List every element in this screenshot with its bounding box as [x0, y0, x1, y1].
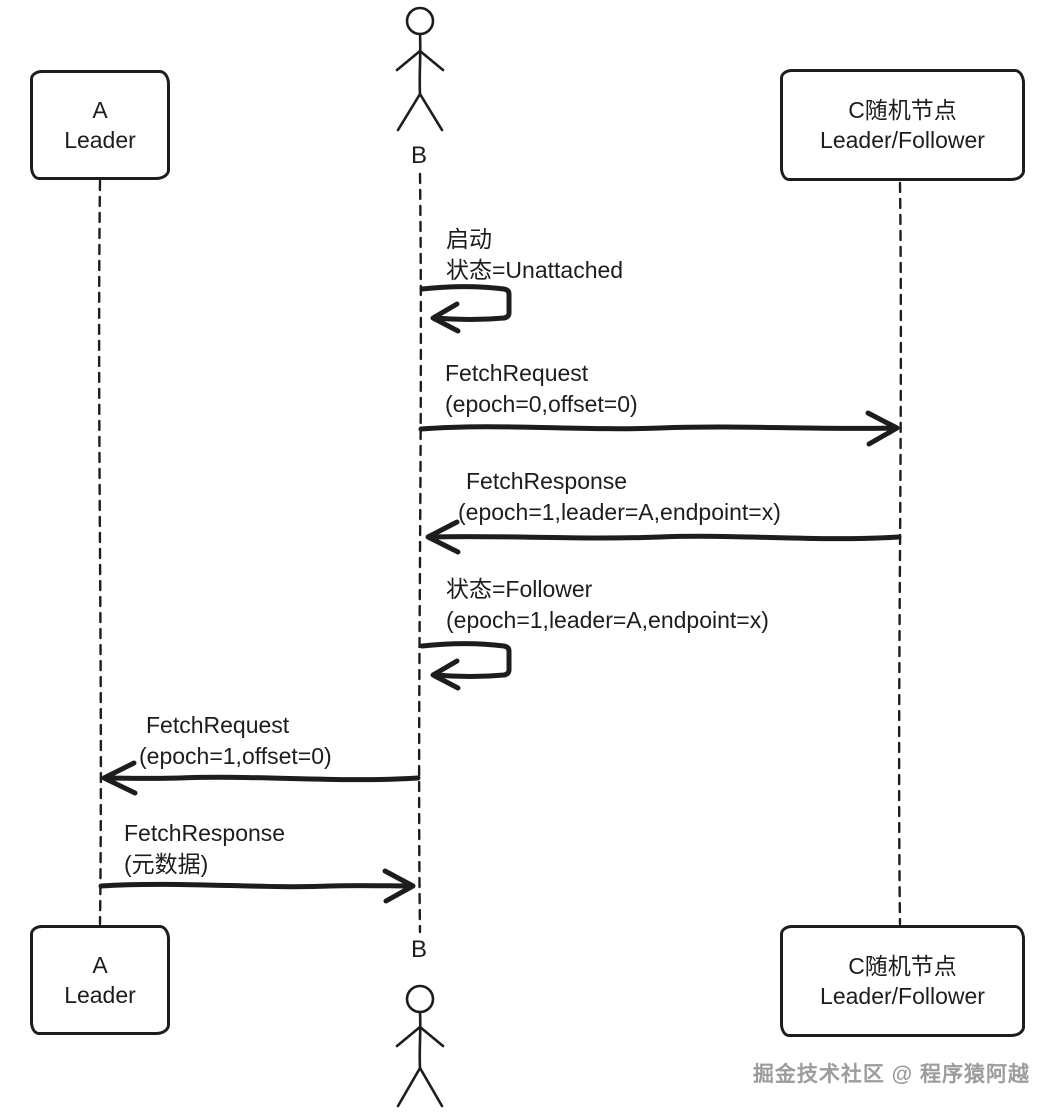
participant-a-bottom: A Leader — [30, 925, 170, 1035]
participant-c-bottom: C随机节点 Leader/Follower — [780, 925, 1025, 1037]
message-3-line2: (epoch=1,leader=A,endpoint=x) — [458, 498, 781, 525]
actor-b-figure-bottom — [395, 984, 445, 1108]
lifeline-a — [97, 179, 103, 926]
message-2-label: FetchRequest (epoch=0,offset=0) — [445, 358, 638, 419]
participant-c-name: C随机节点 — [848, 96, 957, 123]
message-3-arrow — [425, 519, 902, 555]
message-1-line2: 状态=Unattached — [446, 256, 624, 283]
message-1-line1: 启动 — [446, 226, 492, 252]
lifeline-c — [897, 181, 903, 926]
actor-b-label-bottom: B — [411, 936, 428, 963]
watermark: 掘金技术社区 @ 程序猿阿越 — [752, 1063, 1030, 1086]
participant-c-name: C随机节点 — [848, 952, 957, 979]
lifeline-b — [417, 172, 423, 934]
participant-a-role: Leader — [64, 982, 136, 1008]
participant-c-top: C随机节点 Leader/Follower — [780, 69, 1025, 181]
message-3-line1: FetchResponse — [466, 468, 628, 494]
message-5-line1: FetchRequest — [146, 712, 290, 738]
message-2-line2: (epoch=0,offset=0) — [445, 390, 638, 417]
message-5-label: FetchRequest (epoch=1,offset=0) — [139, 710, 332, 771]
message-1-label: 启动 状态=Unattached — [446, 224, 623, 285]
message-5-line2: (epoch=1,offset=0) — [139, 742, 332, 769]
actor-b-figure-top — [395, 6, 445, 132]
actor-b-label-top: B — [411, 142, 428, 169]
message-3-label: FetchResponse (epoch=1,leader=A,endpoint… — [458, 466, 781, 527]
participant-a-name: A — [92, 96, 108, 123]
message-6-line2: (元数据) — [124, 850, 209, 877]
participant-c-role: Leader/Follower — [820, 983, 985, 1009]
participant-a-role: Leader — [64, 127, 136, 153]
message-2-line1: FetchRequest — [445, 360, 589, 386]
message-1-self-arrow — [419, 284, 512, 334]
message-5-arrow — [101, 760, 421, 796]
message-4-label: 状态=Follower (epoch=1,leader=A,endpoint=x… — [446, 574, 769, 635]
message-2-arrow — [418, 410, 900, 447]
message-6-arrow — [98, 868, 416, 904]
participant-c-role: Leader/Follower — [820, 127, 985, 153]
message-6-label: FetchResponse (元数据) — [124, 818, 285, 879]
message-4-line1: 状态=Follower — [446, 576, 593, 602]
message-4-line2: (epoch=1,leader=A,endpoint=x) — [446, 606, 769, 633]
message-6-line1: FetchResponse — [124, 820, 286, 846]
participant-a-name: A — [92, 951, 108, 978]
participant-a-top: A Leader — [30, 70, 170, 180]
message-4-self-arrow — [419, 641, 512, 691]
